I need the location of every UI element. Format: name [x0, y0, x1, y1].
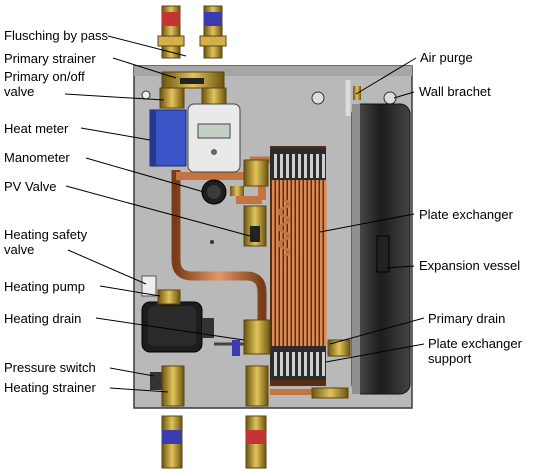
heating-drain — [243, 319, 271, 355]
label-plate-exchanger-support: Plate exchanger support — [428, 336, 522, 366]
primary-drain-valve — [327, 339, 351, 357]
leader-pv-valve — [65, 185, 251, 237]
label-pv-valve: PV Valve — [4, 179, 57, 194]
leader-primary-drain — [329, 317, 425, 345]
exchanger-plate — [320, 180, 323, 346]
label-air-purge: Air purge — [420, 50, 473, 65]
support-rib — [310, 352, 313, 376]
leader-heating-strainer — [109, 387, 169, 393]
leader-primary-on-off — [64, 93, 165, 101]
pressure-fitting — [243, 159, 269, 187]
support-rib — [304, 154, 307, 178]
support-rib — [292, 352, 295, 376]
label-primary-strainer: Primary strainer — [4, 51, 96, 66]
support-rib — [286, 352, 289, 376]
label-heating-drain: Heating drain — [4, 311, 82, 326]
pressure-switch — [150, 372, 164, 390]
support-rib — [274, 352, 277, 376]
heating-safety-valve — [141, 275, 157, 297]
exchanger-plate — [284, 180, 287, 346]
label-heating-pump: Heating pump — [4, 279, 85, 294]
exchanger-plate — [296, 180, 299, 346]
exchanger-plate — [300, 180, 303, 346]
leader-manometer — [85, 157, 205, 193]
leader-flushing-bypass — [107, 35, 187, 57]
exchanger-plate — [304, 180, 307, 346]
leader-heating-pump — [99, 285, 161, 297]
exchanger-plate — [288, 180, 291, 346]
support-rib — [316, 352, 319, 376]
support-rib — [298, 352, 301, 376]
support-rib — [280, 154, 283, 178]
support-rib — [316, 154, 319, 178]
bracket-hole — [311, 91, 325, 105]
label-plate-exchanger: Plate exchanger — [419, 207, 513, 222]
support-rib — [280, 352, 283, 376]
support-rib — [298, 154, 301, 178]
support-rib — [304, 352, 307, 376]
leader-air-purge — [355, 57, 417, 95]
leader-expansion-vessel — [385, 265, 415, 269]
leader-heat-meter — [80, 127, 151, 141]
label-flushing-bypass: Flusching by pass — [4, 28, 109, 43]
label-heating-strainer: Heating strainer — [4, 380, 96, 395]
pump-connector — [157, 289, 181, 305]
label-expansion-vessel: Expansion vessel — [419, 258, 521, 273]
leader-plate-exchanger — [319, 213, 415, 233]
bottom-fitting — [311, 387, 349, 399]
leader-pressure-switch — [109, 367, 155, 377]
support-rib — [310, 154, 313, 178]
support-rib — [322, 154, 325, 178]
support-rib — [286, 154, 289, 178]
exchanger-plate — [312, 180, 315, 346]
label-wall-bracket: Wall brachet — [419, 84, 491, 99]
label-manometer: Manometer — [4, 150, 70, 165]
heating-strainer — [161, 365, 185, 407]
exchanger-plate — [280, 180, 283, 346]
exchanger-plate — [272, 180, 275, 346]
exchanger-plate — [316, 180, 319, 346]
leader-exchanger-support — [325, 343, 425, 363]
bracket-hole — [141, 90, 151, 100]
leader-heating-drain — [95, 317, 245, 341]
label-heating-safety-valve: Heating safety valve — [4, 227, 88, 257]
support-rib — [274, 154, 277, 178]
primary-on-off-valve — [159, 87, 185, 109]
capillary-coil — [277, 198, 291, 258]
exchanger-plate — [292, 180, 295, 346]
exchanger-plate — [276, 180, 279, 346]
label-primary-on-off-valve: Primary on/off valve — [4, 69, 85, 99]
exchanger-plate — [324, 180, 327, 346]
label-pressure-switch: Pressure switch — [4, 360, 96, 375]
leader-safety-valve — [67, 249, 147, 285]
leader-wall-bracket — [393, 91, 415, 99]
support-rib — [292, 154, 295, 178]
label-heat-meter: Heat meter — [4, 121, 69, 136]
leader-primary-strainer — [112, 57, 177, 79]
copper-pipe — [171, 170, 267, 320]
label-primary-drain: Primary drain — [428, 311, 506, 326]
leader-lines — [64, 35, 425, 393]
exchanger-plate — [308, 180, 311, 346]
bottom-fitting — [245, 365, 269, 407]
support-rib — [322, 352, 325, 376]
